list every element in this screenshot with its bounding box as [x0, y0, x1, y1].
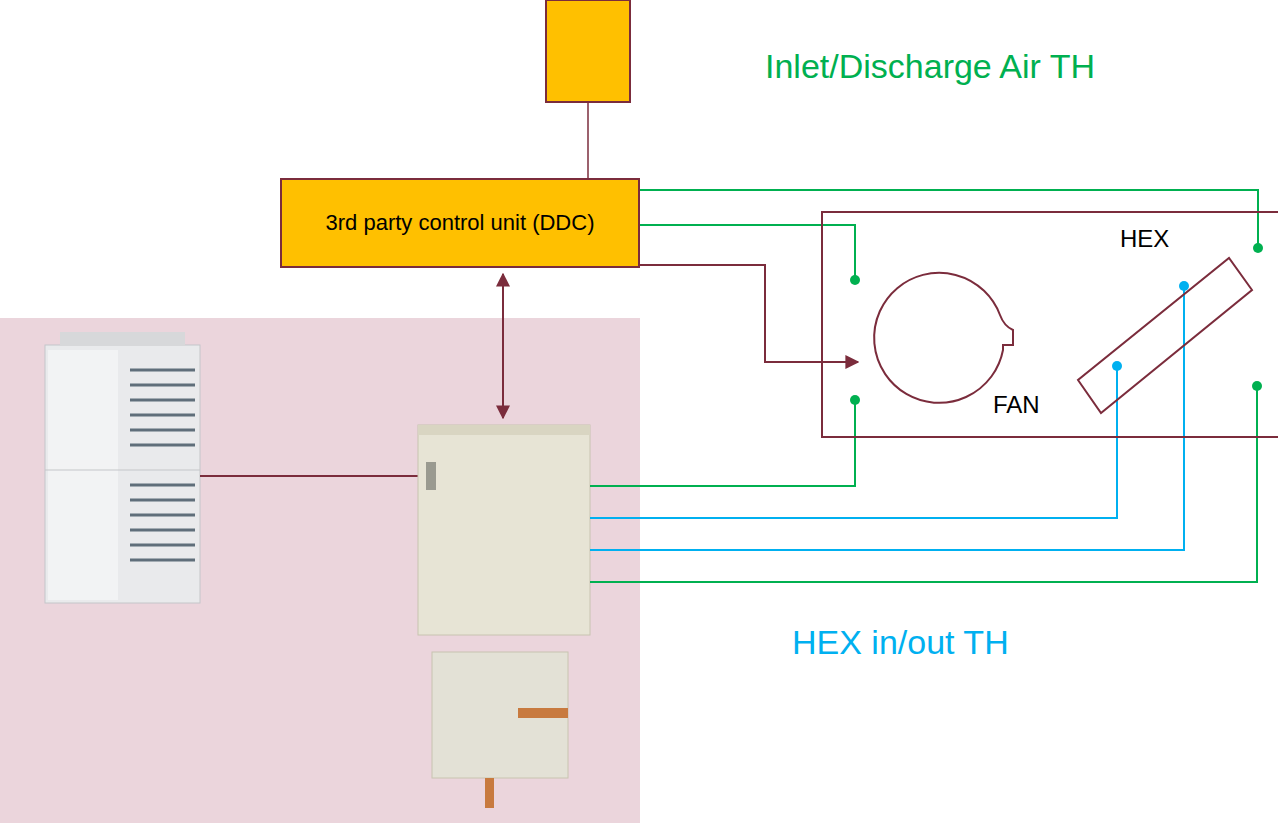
- wires: [590, 190, 1258, 582]
- sensor-group-label: HEX in/out TH: [792, 624, 1009, 661]
- system-region: [0, 318, 640, 823]
- part-label: FAN: [993, 392, 1040, 418]
- control-box: [418, 425, 590, 635]
- air-handler: [822, 212, 1278, 437]
- remote-box: [546, 0, 630, 102]
- comm-link: [502, 274, 504, 418]
- valve-box: [432, 652, 568, 808]
- sensor-group-label: Inlet/Discharge Air TH: [765, 48, 1095, 85]
- wire: [587, 102, 589, 178]
- controller-box: 3rd party control unit (DDC): [280, 178, 640, 268]
- outdoor-unit: [45, 332, 200, 603]
- part-label: HEX: [1120, 226, 1169, 252]
- box-text: 3rd party control unit (DDC): [312, 204, 609, 242]
- wire: [200, 475, 420, 477]
- sensor-dots: [850, 243, 1263, 405]
